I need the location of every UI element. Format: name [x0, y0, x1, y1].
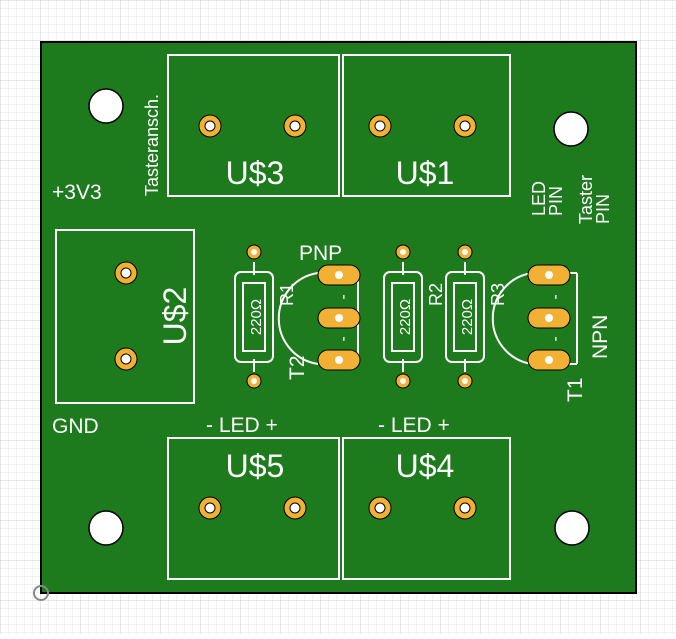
- transistor-t2-marker-top: -: [335, 294, 352, 299]
- tasteransch-label: Tasteransch.: [142, 94, 162, 196]
- gnd-label: GND: [52, 415, 99, 438]
- transistor-t2[interactable]: - - T2: [277, 264, 361, 380]
- transistor-t1-name: T1: [564, 377, 587, 402]
- connector-u1-label: U$1: [396, 155, 455, 191]
- plus-3v3-label: +3V3: [52, 181, 102, 204]
- transistor-t1-marker-bottom: -: [547, 336, 564, 341]
- resistor-r2-value: 220Ω: [397, 299, 414, 335]
- resistor-r2-name: R2: [426, 283, 446, 306]
- connector-u5[interactable]: U$5: [167, 437, 340, 580]
- transistor-t1[interactable]: - - T1: [491, 264, 587, 402]
- transistor-t1-marker-top: -: [547, 294, 564, 299]
- connector-u5-label: U$5: [226, 448, 285, 484]
- transistor-t2-name: T2: [286, 355, 309, 380]
- connector-u2-label: U$2: [157, 287, 193, 346]
- resistor-r1-value: 220Ω: [248, 299, 265, 335]
- led-pin-label: LEDPIN: [529, 181, 566, 216]
- connector-u3[interactable]: U$3: [167, 54, 340, 197]
- connector-u4[interactable]: U$4: [342, 437, 511, 580]
- mounting-hole-bottom-right: [554, 510, 590, 546]
- transistor-t2-marker-bottom: -: [335, 336, 352, 341]
- connector-u2[interactable]: U$2: [55, 229, 195, 404]
- origin-marker: [33, 585, 49, 601]
- resistor-r1[interactable]: 220Ω R1: [234, 244, 297, 389]
- pnp-label: PNP: [299, 242, 342, 265]
- connector-u3-label: U$3: [226, 155, 285, 191]
- connector-u4-label: U$4: [396, 448, 455, 484]
- resistor-r3[interactable]: 220Ω R3: [445, 244, 508, 389]
- led-polarity-left-label: - LED +: [206, 414, 278, 437]
- resistor-r2[interactable]: 220Ω R2: [383, 244, 446, 389]
- mounting-hole-top-left: [88, 88, 124, 124]
- connector-u1[interactable]: U$1: [342, 54, 511, 197]
- npn-label: NPN: [589, 315, 612, 359]
- taster-pin-label: TasterPIN: [576, 175, 613, 224]
- resistor-r3-value: 220Ω: [459, 299, 476, 335]
- mounting-hole-bottom-left: [88, 510, 124, 546]
- led-polarity-right-label: - LED +: [378, 414, 450, 437]
- resistor-r1-name: R1: [277, 283, 297, 306]
- mounting-hole-top-right: [553, 111, 589, 147]
